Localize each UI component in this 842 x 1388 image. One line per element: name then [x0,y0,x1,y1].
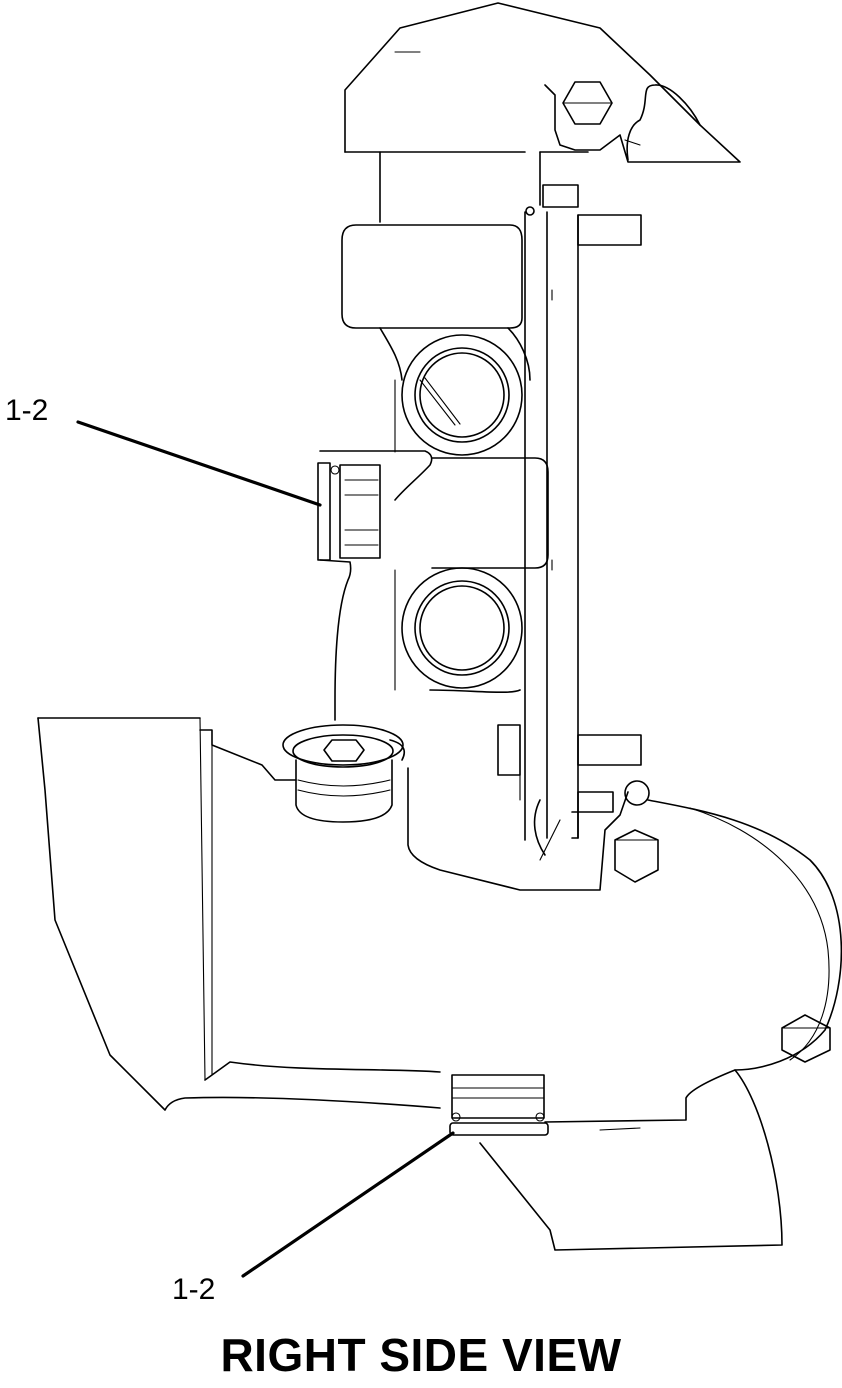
side-fittings [497,724,642,839]
lower-housing [37,717,842,1251]
upper-bore [401,334,523,456]
callout-label-upper: 1-2 [5,394,49,427]
top-head-casting [344,2,741,163]
upper-plug [317,462,381,561]
lower-bore [401,567,523,689]
callout-label-lower: 1-2 [172,1273,216,1306]
lower-plug [449,1074,549,1136]
leader-line-upper [76,420,322,507]
main-body [319,211,579,861]
leader-line-lower [241,1131,455,1278]
neck [379,151,642,246]
view-caption: RIGHT SIDE VIEW [220,1329,622,1381]
hex-socket-plug [282,724,406,823]
hex-bolt-top [562,81,613,125]
